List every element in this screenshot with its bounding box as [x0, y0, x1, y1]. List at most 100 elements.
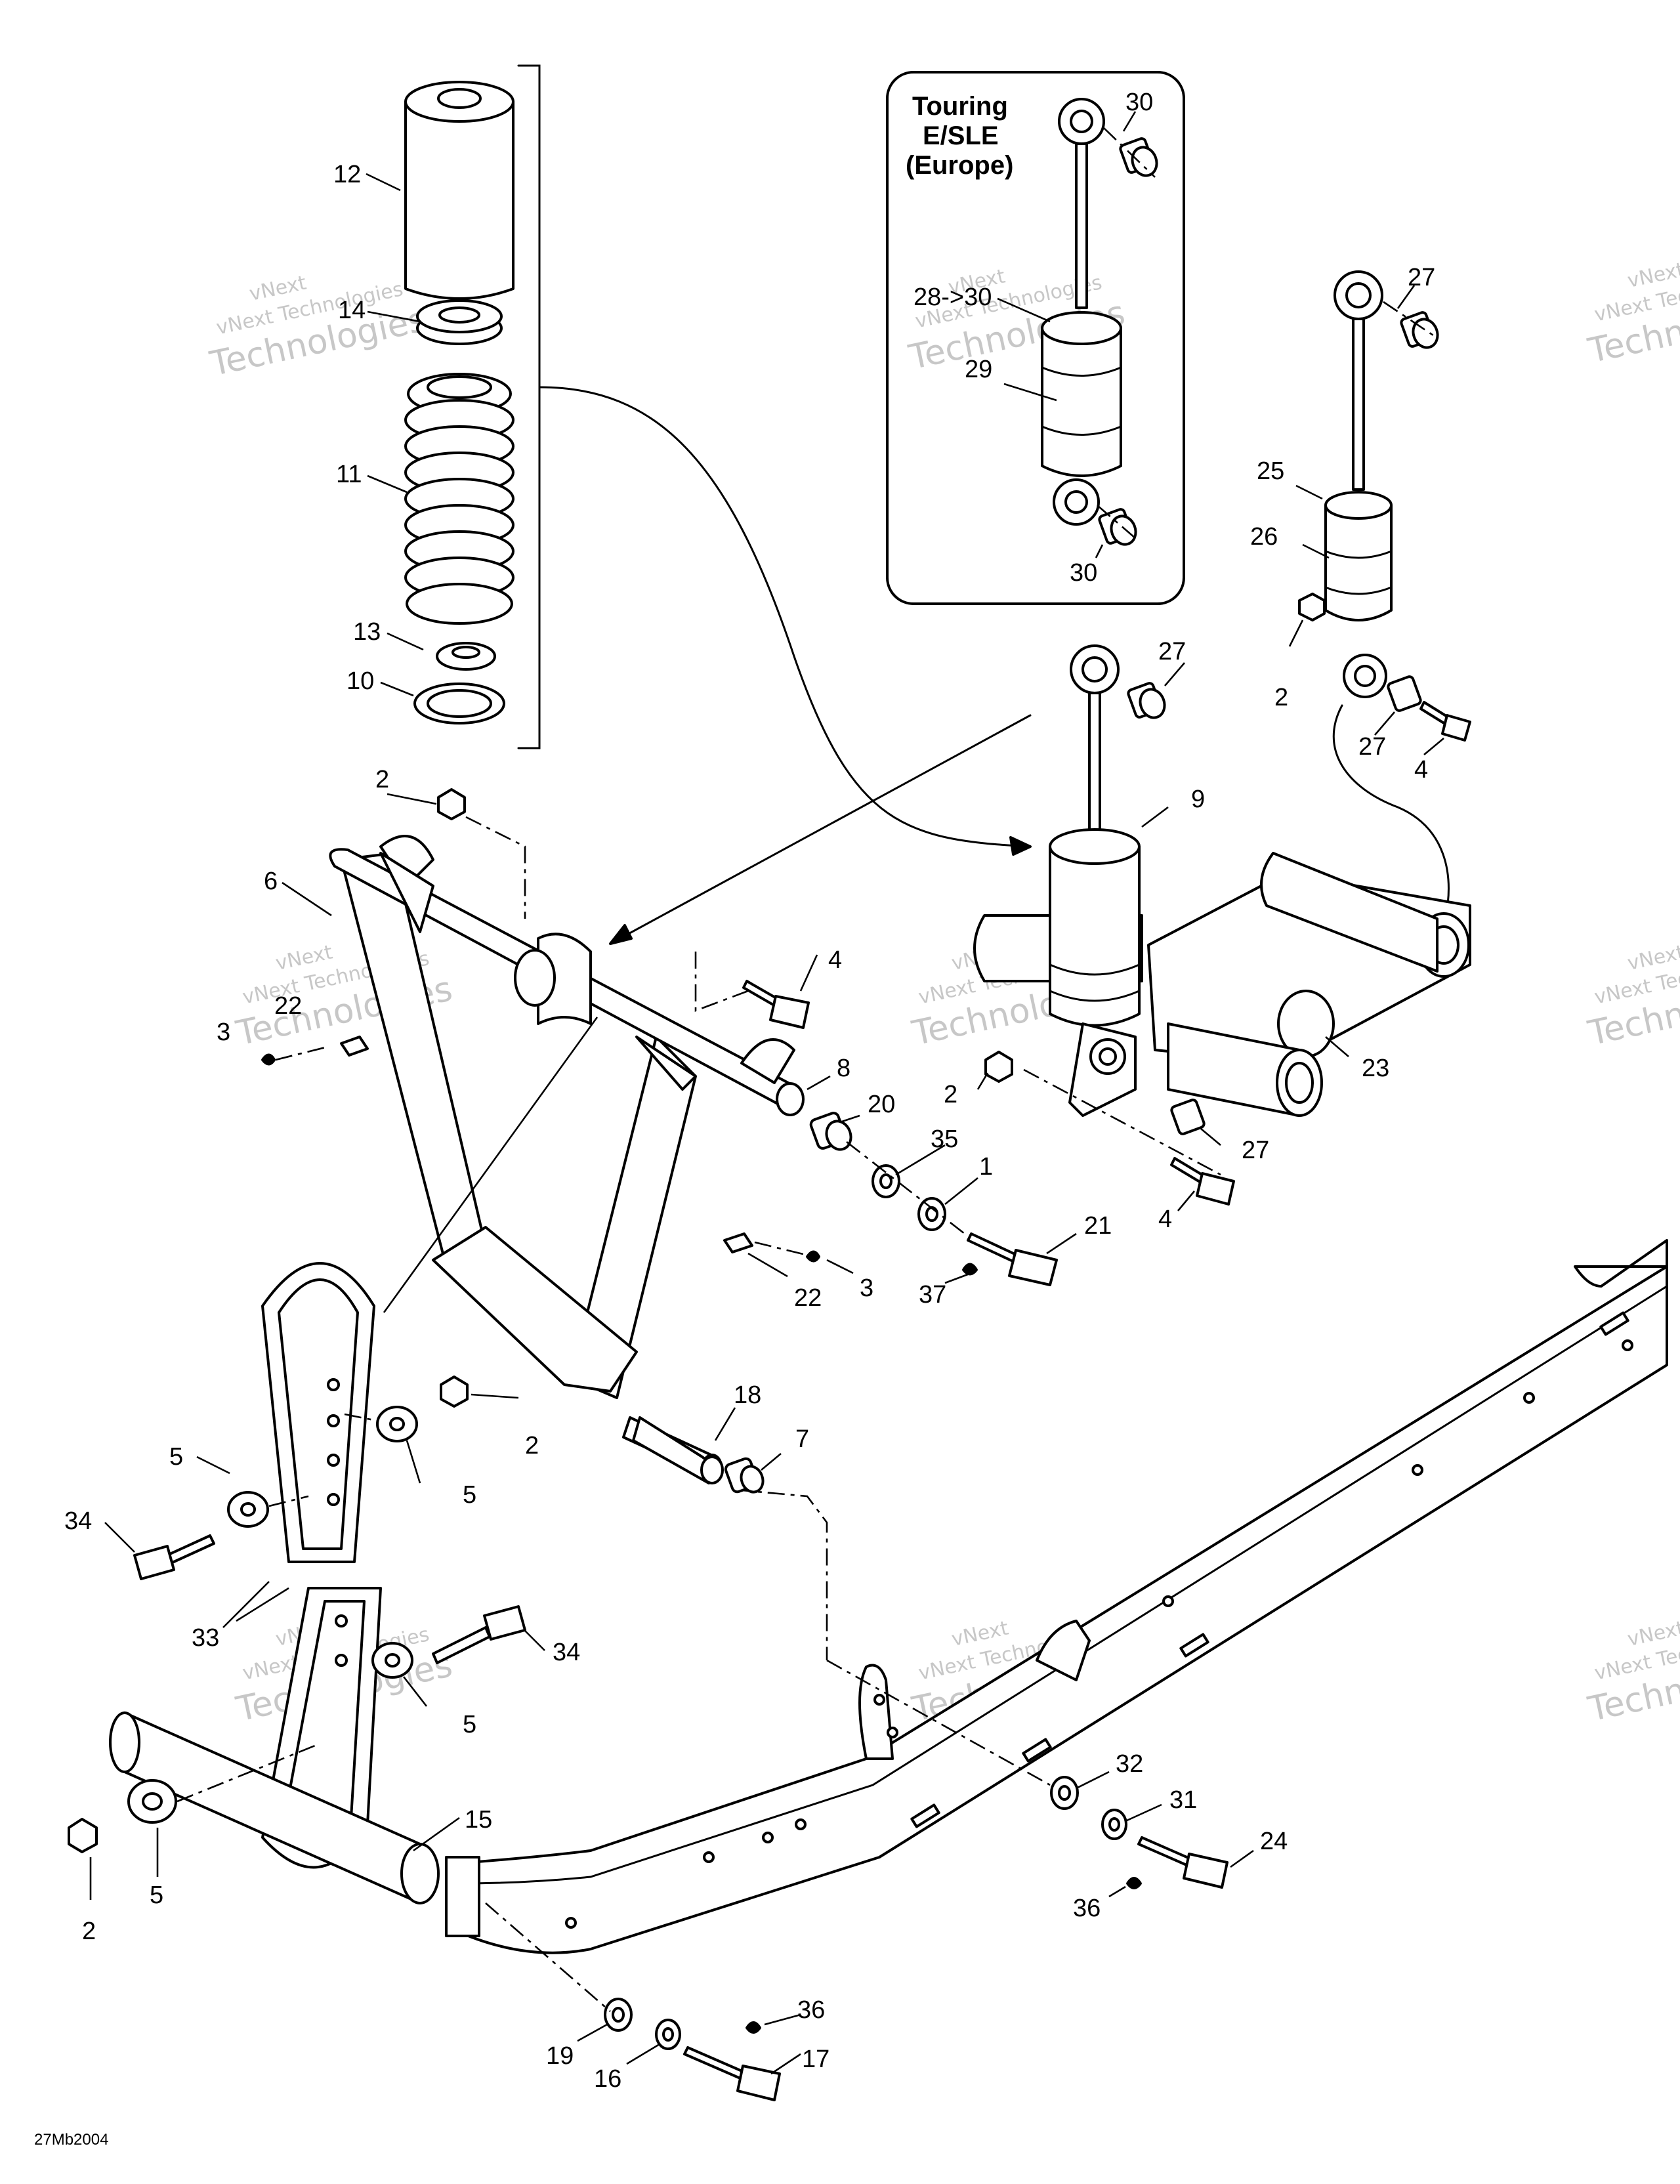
callout-30: 30 [1125, 89, 1153, 116]
callout-23: 23 [1362, 1055, 1389, 1082]
callout-4: 4 [828, 946, 842, 974]
adhesive-drop-part-3 [806, 1250, 820, 1263]
bolt-part-34 [432, 1605, 526, 1664]
nut-part-2 [68, 1818, 98, 1853]
bolt-part-4 [742, 980, 810, 1029]
inset-title-line: Touring [912, 92, 1008, 121]
bolt-part-4 [1170, 1157, 1235, 1206]
bushing-part-27 [1387, 675, 1422, 712]
spring-cup-part-13 [436, 642, 496, 671]
callout-2: 2 [944, 1081, 957, 1108]
callout-5: 5 [463, 1711, 476, 1738]
bolt-part-17 [683, 2046, 781, 2101]
coil-spring-part-11 [404, 373, 514, 625]
assembly-arrow [1332, 704, 1450, 927]
callout-2: 2 [375, 766, 389, 793]
callout-31: 31 [1169, 1786, 1197, 1814]
grease-fitting-part-22 [723, 1232, 753, 1253]
bushing-part-20 [809, 1112, 852, 1151]
callout-27: 27 [1358, 733, 1386, 761]
callout-17: 17 [802, 2046, 830, 2073]
washer-part-5 [376, 1406, 418, 1442]
callout-27: 27 [1158, 638, 1186, 665]
nut-part-2 [437, 788, 466, 820]
touring-inset: Touring E/SLE (Europe) [886, 71, 1185, 605]
callout-1: 1 [979, 1153, 993, 1181]
callout-25: 25 [1257, 457, 1284, 485]
callout-20: 20 [868, 1091, 895, 1118]
slide-rail [445, 1239, 1668, 1954]
rear-shaft-part-15 [109, 1712, 440, 1904]
callout-27: 27 [1242, 1137, 1269, 1164]
assembly-bracket [517, 64, 541, 749]
spring-washer-part-10 [413, 682, 505, 724]
grease-fitting-part-22 [340, 1036, 369, 1057]
callout-4: 4 [1158, 1206, 1172, 1233]
link-arm-part-33 [261, 1262, 375, 1563]
callout-37: 37 [919, 1281, 946, 1309]
front-arm-part-6 [329, 835, 805, 1480]
callout-6: 6 [264, 868, 278, 895]
callout-14: 14 [338, 297, 366, 324]
callout-11: 11 [336, 461, 362, 488]
bolt-part-21 [967, 1232, 1058, 1286]
callout-8: 8 [837, 1055, 850, 1082]
spring-collar-part-14 [416, 299, 503, 345]
nut-part-2 [1298, 593, 1326, 621]
bushing-part-27 [1400, 311, 1439, 349]
bushing-part-30 [1098, 508, 1137, 546]
bolt-part-4 [1419, 701, 1471, 742]
bushing-part-7 [724, 1457, 765, 1494]
callout-5: 5 [463, 1481, 476, 1509]
callout-2: 2 [1274, 684, 1288, 711]
callout-30: 30 [1070, 559, 1097, 587]
main-shock-part-9 [1049, 644, 1141, 1117]
callout-36: 36 [797, 1996, 825, 2024]
nut-part-2 [440, 1376, 469, 1408]
callout-35: 35 [931, 1125, 958, 1153]
inset-title-line: E/SLE [923, 121, 999, 150]
callout-19: 19 [546, 2042, 574, 2070]
callout-12: 12 [333, 161, 361, 188]
bolt-part-34 [133, 1534, 215, 1580]
callout-5: 5 [169, 1443, 183, 1471]
callout-24: 24 [1260, 1828, 1288, 1855]
callout-21: 21 [1084, 1212, 1112, 1240]
spring-boot-part-12 [404, 81, 514, 300]
drawing-code: 27Mb2004 [34, 2131, 108, 2149]
touring-shock-part-28 [1041, 98, 1122, 526]
callout-2: 2 [82, 1918, 96, 1945]
callout-36: 36 [1073, 1895, 1101, 1922]
washer-part-19 [604, 1998, 633, 2032]
bushing-part-30 [1119, 137, 1158, 177]
right-shock-part-25 [1324, 270, 1393, 698]
inset-title-line: (Europe) [906, 151, 1013, 180]
washer-part-5 [227, 1491, 269, 1528]
washer-part-5 [371, 1642, 413, 1679]
adhesive-drop-part-36 [1126, 1877, 1142, 1889]
callout-10: 10 [346, 667, 374, 695]
callout-15: 15 [465, 1806, 492, 1834]
callout-3: 3 [860, 1274, 873, 1302]
callout-34: 34 [64, 1507, 92, 1535]
adhesive-drop-part-3 [261, 1053, 276, 1066]
washer-part-16 [655, 2019, 681, 2050]
nut-part-2 [984, 1051, 1013, 1083]
callout-7: 7 [795, 1425, 809, 1453]
washer-part-35 [872, 1164, 900, 1198]
callout-labels: 12 14 11 13 10 30 28->30 29 30 27 25 26 … [64, 89, 1435, 2093]
adhesive-drop-part-36 [746, 2021, 761, 2034]
callout-2: 2 [525, 1432, 539, 1460]
callout-33: 33 [192, 1624, 219, 1652]
callout-3: 3 [217, 1018, 230, 1046]
washer-part-31 [1101, 1809, 1127, 1840]
callout-27: 27 [1408, 264, 1435, 291]
callout-29: 29 [965, 356, 992, 383]
bolt-part-24 [1137, 1836, 1228, 1889]
bushing-part-27 [1127, 682, 1166, 719]
callout-22: 22 [274, 992, 302, 1020]
washer-part-5 [127, 1779, 177, 1824]
callout-13: 13 [353, 618, 381, 646]
callout-18: 18 [734, 1381, 761, 1409]
callout-16: 16 [594, 2065, 621, 2093]
